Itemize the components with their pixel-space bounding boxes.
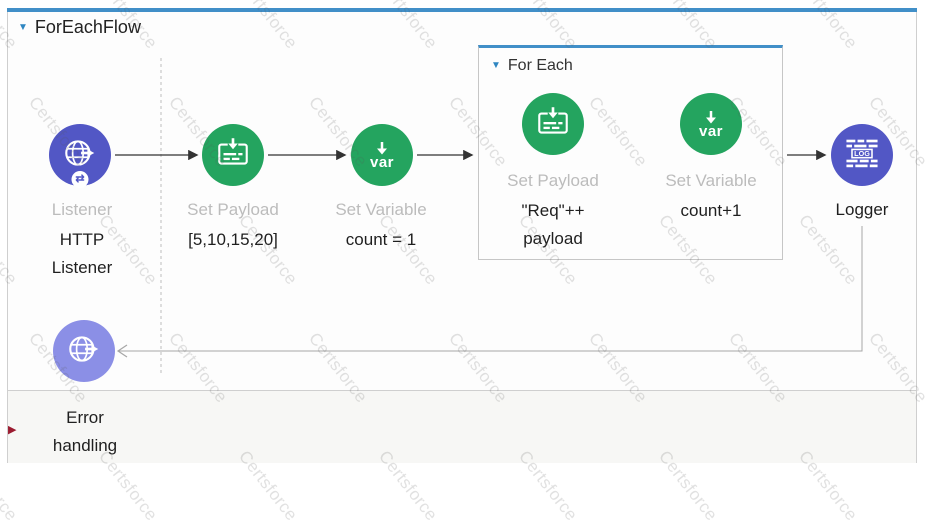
flow-title: ForEachFlow xyxy=(34,17,141,37)
set-payload-icon xyxy=(534,103,572,146)
foreach-scope[interactable]: ▼ For Each xyxy=(478,45,783,260)
set-payload-type-label: Set Payload xyxy=(187,200,279,219)
error-handling-expand-icon[interactable]: ▶ xyxy=(8,424,17,436)
foreach-set-variable-value: count+1 xyxy=(680,201,742,220)
error-handling-section[interactable] xyxy=(7,390,917,463)
set-variable-node[interactable]: var xyxy=(351,124,413,186)
set-variable-type-label: Set Variable xyxy=(335,200,427,219)
logger-name-label: Logger xyxy=(835,200,889,219)
foreach-set-payload-value: "Req"++ payload xyxy=(473,197,633,253)
http-listener-node[interactable]: ⇄ xyxy=(49,124,111,188)
logger-icon: LOG xyxy=(842,133,882,178)
collapse-foreach-icon[interactable]: ▼ xyxy=(491,60,501,71)
listener-name-line2: Listener xyxy=(51,258,113,277)
listener-exchange-badge-icon: ⇄ xyxy=(71,171,89,188)
foreach-title: For Each xyxy=(507,57,573,74)
set-variable-icon: var xyxy=(370,142,394,170)
set-payload-value: [5,10,15,20] xyxy=(188,230,278,249)
foreach-set-payload-type-label: Set Payload xyxy=(507,171,599,190)
http-response-node[interactable] xyxy=(53,320,115,382)
foreach-set-payload-value-line2: payload xyxy=(523,229,583,248)
svg-text:LOG: LOG xyxy=(854,149,870,158)
set-payload-node[interactable] xyxy=(202,124,264,186)
var-icon-text: var xyxy=(369,154,395,171)
foreach-set-payload-node[interactable] xyxy=(522,93,584,155)
foreach-set-variable-type-label: Set Variable xyxy=(665,171,757,190)
flow-accent-bar xyxy=(7,8,917,12)
flow-header: ▼ ForEachFlow xyxy=(18,17,141,38)
set-payload-icon xyxy=(214,134,252,177)
set-variable-value: count = 1 xyxy=(345,230,417,249)
logger-node[interactable]: LOG xyxy=(831,124,893,186)
error-handling-label-line2: handling xyxy=(52,436,118,455)
listener-name-line1: HTTP xyxy=(59,230,105,249)
foreach-set-payload-value-line1: "Req"++ xyxy=(521,201,585,220)
set-variable-icon: var xyxy=(699,111,723,139)
foreach-set-variable-node[interactable]: var xyxy=(680,93,742,155)
error-handling-label-line1: Error xyxy=(66,408,104,427)
var-icon-text: var xyxy=(698,123,724,140)
collapse-flow-icon[interactable]: ▼ xyxy=(18,21,28,33)
listener-name-label: HTTP Listener xyxy=(2,226,162,282)
globe-icon xyxy=(61,134,99,177)
listener-type-label: Listener xyxy=(51,200,113,219)
foreach-header: ▼ For Each xyxy=(491,57,573,75)
error-handling-label: Error handling xyxy=(5,404,165,460)
globe-icon xyxy=(65,330,103,373)
